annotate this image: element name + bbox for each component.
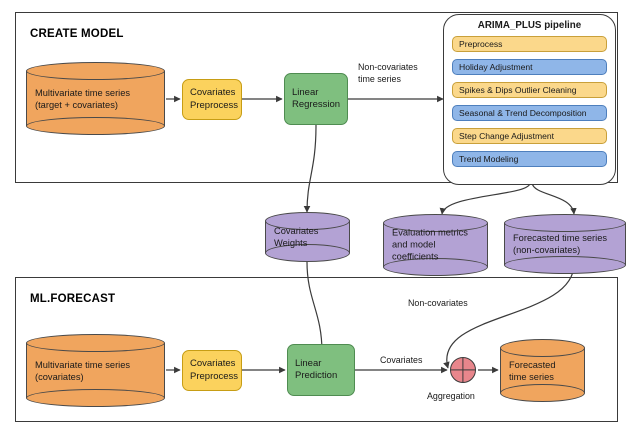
pipeline-step-label: Step Change Adjustment bbox=[459, 131, 555, 141]
ml-forecast-section bbox=[15, 277, 618, 422]
linear-regression-box[interactable]: Linear Regression bbox=[284, 73, 348, 125]
pipeline-step-seasonal-trend-decomposition[interactable]: Seasonal & Trend Decomposition bbox=[452, 105, 607, 121]
covariates-preprocess-label: Covariates Preprocess bbox=[190, 87, 239, 111]
cylinder-multivariate-covariates-source: Multivariate time series (covariates) bbox=[26, 334, 165, 407]
pipeline-step-holiday-adjustment[interactable]: Holiday Adjustment bbox=[452, 59, 607, 75]
cylinder-bottom bbox=[26, 389, 165, 407]
edge-label-covariates: Covariates bbox=[380, 355, 423, 365]
pipeline-step-label: Seasonal & Trend Decomposition bbox=[459, 108, 587, 118]
cylinder-top bbox=[383, 214, 488, 232]
cylinder-bottom bbox=[265, 244, 350, 262]
cylinder-bottom bbox=[383, 258, 488, 276]
edge-label-non-covariates-forecast: Non-covariates bbox=[408, 298, 468, 308]
cylinder-forecasted-non-covariates: Forecasted time series (non-covariates) bbox=[504, 214, 626, 274]
cylinder-label: Multivariate time series (covariates) bbox=[35, 359, 131, 382]
covariates-preprocess-label: Covariates Preprocess bbox=[190, 358, 239, 382]
cylinder-top bbox=[26, 334, 165, 352]
pipeline-step-label: Holiday Adjustment bbox=[459, 62, 533, 72]
cylinder-evaluation-metrics: Evaluation metrics and model coefficient… bbox=[383, 214, 488, 276]
cylinder-bottom bbox=[500, 384, 585, 402]
pipeline-step-preprocess[interactable]: Preprocess bbox=[452, 36, 607, 52]
covariates-preprocess-box[interactable]: Covariates Preprocess bbox=[182, 79, 242, 120]
aggregation-vertical-line bbox=[462, 358, 464, 382]
create-model-title: CREATE MODEL bbox=[30, 28, 124, 40]
ml-forecast-title: ML.FORECAST bbox=[30, 293, 116, 305]
cylinder-multivariate-source: Multivariate time series (target + covar… bbox=[26, 62, 165, 135]
cylinder-label: Forecasted time series bbox=[509, 359, 556, 382]
cylinder-label: Covariates Weights bbox=[274, 225, 319, 248]
cylinder-label: Multivariate time series (target + covar… bbox=[35, 87, 131, 110]
cylinder-top bbox=[500, 339, 585, 357]
cylinder-label: Forecasted time series (non-covariates) bbox=[513, 232, 608, 255]
linear-regression-label: Linear Regression bbox=[292, 86, 341, 111]
cylinder-bottom bbox=[504, 256, 626, 274]
cylinder-top bbox=[265, 212, 350, 230]
pipeline-step-label: Spikes & Dips Outlier Cleaning bbox=[459, 85, 577, 95]
linear-prediction-box[interactable]: Linear Prediction bbox=[287, 344, 355, 396]
cylinder-label: Evaluation metrics and model coefficient… bbox=[392, 227, 468, 263]
create-model-section bbox=[15, 12, 618, 183]
covariates-preprocess-box-forecast[interactable]: Covariates Preprocess bbox=[182, 350, 242, 391]
linear-prediction-label: Linear Prediction bbox=[295, 357, 338, 382]
pipeline-step-spikes-dips-outlier-cleaning[interactable]: Spikes & Dips Outlier Cleaning bbox=[452, 82, 607, 98]
pipeline-step-trend-modeling[interactable]: Trend Modeling bbox=[452, 151, 607, 167]
cylinder-top bbox=[504, 214, 626, 232]
aggregation-node[interactable] bbox=[450, 357, 476, 383]
pipeline-step-step-change-adjustment[interactable]: Step Change Adjustment bbox=[452, 128, 607, 144]
cylinder-forecasted-output: Forecasted time series bbox=[500, 339, 585, 402]
cylinder-top bbox=[26, 62, 165, 80]
arima-plus-pipeline-container: ARIMA_PLUS pipeline Preprocess Holiday A… bbox=[443, 14, 616, 185]
edge-pipeline-to-forecast bbox=[531, 182, 577, 215]
cylinder-covariates-weights: Covariates Weights bbox=[265, 212, 350, 262]
aggregation-label: Aggregation bbox=[427, 391, 475, 401]
pipeline-step-label: Preprocess bbox=[459, 39, 503, 49]
edge-pipeline-to-metrics bbox=[439, 182, 531, 215]
edge-label-non-covariates-time-series: Non-covariates time series bbox=[358, 62, 418, 84]
pipeline-step-label: Trend Modeling bbox=[459, 154, 519, 164]
cylinder-bottom bbox=[26, 117, 165, 135]
arima-plus-pipeline-title: ARIMA_PLUS pipeline bbox=[477, 20, 582, 31]
